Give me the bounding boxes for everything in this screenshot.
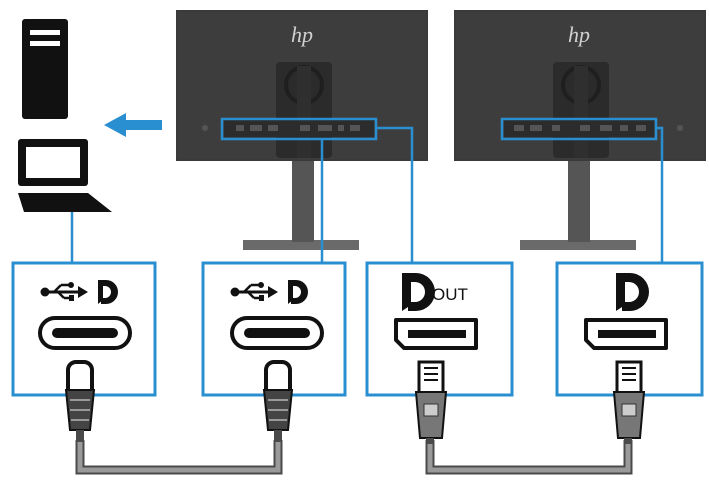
usb-c-port xyxy=(38,316,132,350)
monitor-2: hp xyxy=(454,10,706,250)
port-strip xyxy=(504,120,654,137)
monitor-1: hp xyxy=(176,10,428,250)
arrow-left-icon xyxy=(104,113,162,137)
usb-c-plug-1 xyxy=(64,360,96,442)
port-strip xyxy=(224,120,374,137)
displayport-port xyxy=(394,318,478,350)
usb-c-port xyxy=(230,316,324,350)
laptop-icon xyxy=(18,139,112,212)
displayport-port xyxy=(584,318,668,350)
desktop-tower-icon xyxy=(22,19,68,119)
displayport-plug-3 xyxy=(414,360,448,444)
displayport-plug-4 xyxy=(612,360,646,444)
port-3-label: OUT xyxy=(432,285,468,304)
hp-logo: hp xyxy=(568,22,590,47)
hp-logo: hp xyxy=(291,22,313,47)
cables xyxy=(75,440,633,475)
port-panel-3: OUT xyxy=(365,261,514,397)
port-panel-2 xyxy=(201,261,347,397)
connection-lines xyxy=(70,126,664,263)
usb-c-plug-2 xyxy=(262,360,294,442)
